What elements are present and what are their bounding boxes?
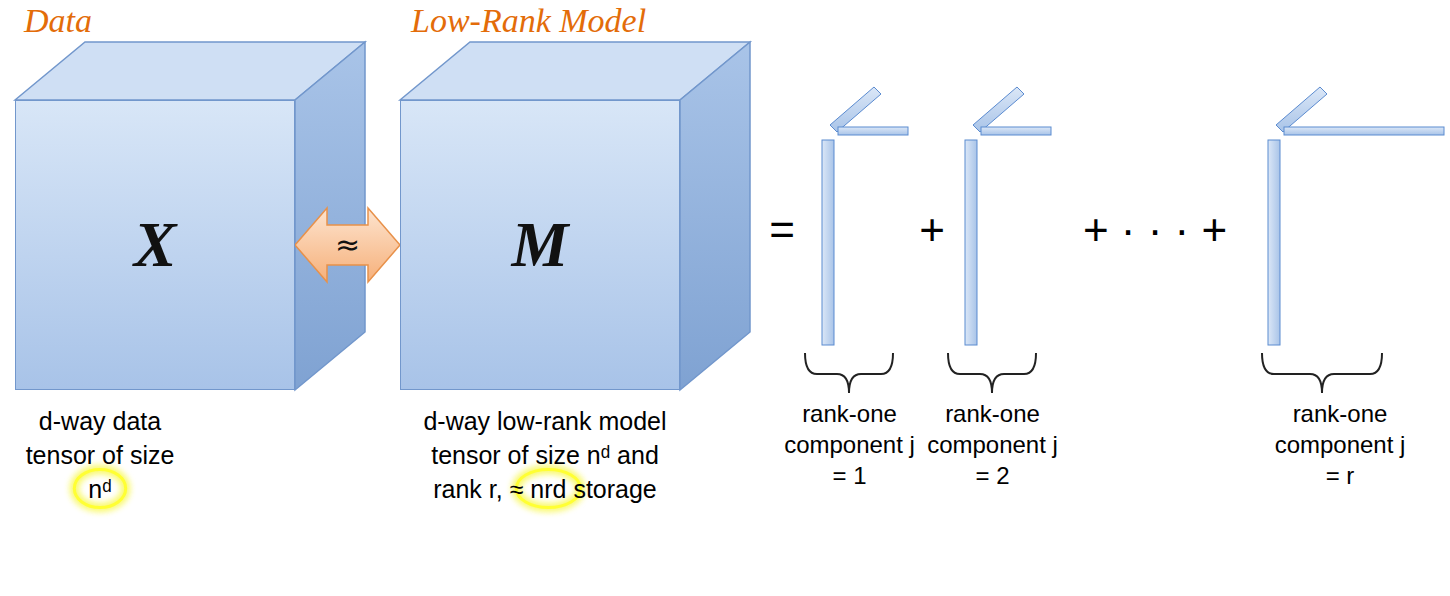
tensor-symbol: X [16, 210, 294, 280]
math-operator: + · · · + [1060, 208, 1250, 252]
curly-brace [948, 353, 1036, 393]
cube-side-face [680, 42, 750, 390]
vector-bar [830, 87, 881, 132]
rank-one-vectors [965, 87, 1051, 345]
vector-bar [965, 140, 977, 345]
vector-bar [1276, 87, 1327, 132]
cube-side-face [295, 42, 365, 390]
tensor-caption: d-way data tensor of size nᵈ [20, 405, 180, 506]
component-label: rank-one component j = 1 [782, 398, 917, 492]
math-operator: + [912, 208, 952, 252]
rank-one-vectors [1268, 87, 1444, 345]
tensor-caption: d-way low-rank model tensor of size nᵈ a… [415, 405, 675, 506]
math-operator: = [760, 208, 804, 252]
vector-bar [838, 127, 908, 135]
vector-bar [1268, 140, 1280, 345]
rank-one-vectors [822, 87, 908, 345]
vector-bar [822, 140, 834, 345]
component-label: rank-one component j = r [1265, 398, 1415, 492]
edge-label: ≈ [335, 230, 360, 260]
cube-heading: Low-Rank Model [411, 3, 646, 39]
cube-heading: Data [24, 3, 92, 39]
vector-bar [1284, 127, 1444, 135]
curly-brace [1262, 353, 1382, 393]
curly-brace [805, 353, 893, 393]
vector-bar [981, 127, 1051, 135]
double-arrow [295, 208, 400, 282]
tensor-symbol: M [401, 210, 679, 280]
tensor-cube: DataX [15, 100, 295, 390]
component-label: rank-one component j = 2 [925, 398, 1060, 492]
vector-bar [973, 87, 1024, 132]
tensor-cube: Low-Rank ModelM [400, 100, 680, 390]
